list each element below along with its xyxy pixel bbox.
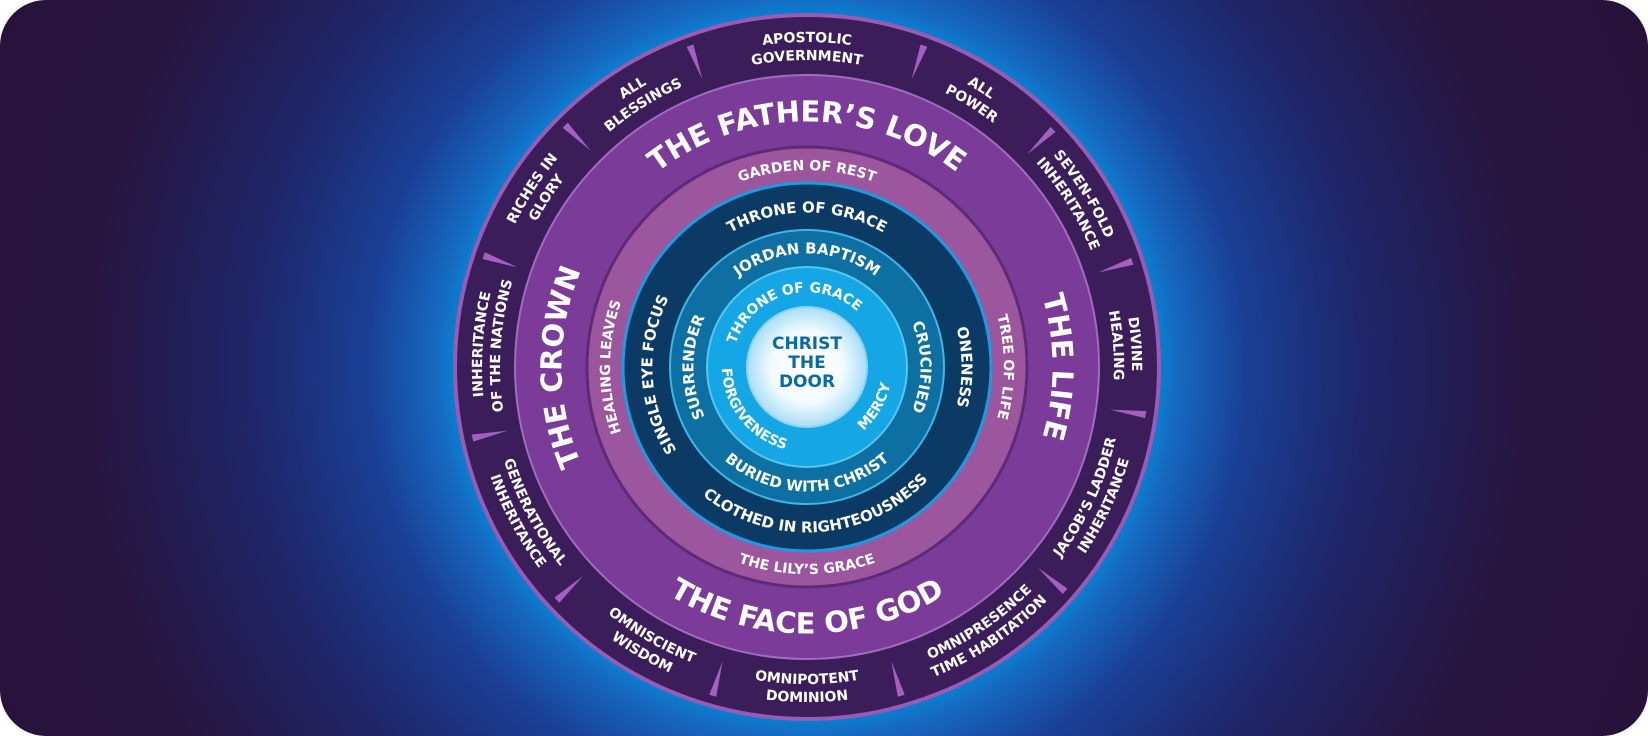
third-ring-label-right: ONENESS <box>953 325 976 410</box>
outer-ring-label-line2: GOVERNMENT <box>750 48 864 69</box>
ring-divider <box>709 661 723 697</box>
ring-divider <box>911 44 928 80</box>
ring-divider <box>891 661 905 697</box>
outer-ring-label-line2-text: GOVERNMENT <box>750 48 864 69</box>
ring-divider <box>554 575 584 603</box>
center-label: CHRIST THE DOOR <box>772 334 842 392</box>
outer-ring-label-line1: APOSTOLIC <box>761 30 852 49</box>
ring-divider <box>562 122 591 151</box>
fourth-ring-label-right: TREE OF LIFE <box>993 313 1016 421</box>
center-circle <box>746 306 868 428</box>
ring-divider <box>471 430 508 442</box>
ring-divider <box>686 44 703 80</box>
outer-ring-label-line1-text: DIVINE <box>1124 316 1144 371</box>
ring-divider <box>1098 257 1134 273</box>
outer-ring-label-line1: OMNIPOTENT <box>754 668 860 688</box>
ring-divider <box>482 252 518 268</box>
third-ring-label-right-text: ONENESS <box>953 325 976 410</box>
outer-ring-label-line1-text: APOSTOLIC <box>761 30 852 49</box>
outer-ring-label-line2: HEALING <box>1105 309 1126 380</box>
center-line-2: THE <box>788 353 825 373</box>
outer-ring-label-line1-text: OMNIPOTENT <box>754 668 860 688</box>
ring-divider <box>1027 126 1056 155</box>
fourth-ring-label-right-text: TREE OF LIFE <box>993 313 1016 421</box>
outer-ring-label-line2-text: HEALING <box>1105 309 1126 380</box>
outer-ring-label-line1: DIVINE <box>1124 316 1144 371</box>
outer-ring-label-line2: DOMINION <box>765 688 849 707</box>
center-line-1: CHRIST <box>772 334 842 354</box>
center-line-3: DOOR <box>779 372 835 392</box>
outer-ring-label-line2-text: DOMINION <box>765 688 849 707</box>
ring-divider <box>1037 567 1068 595</box>
ring-divider <box>1110 409 1147 419</box>
